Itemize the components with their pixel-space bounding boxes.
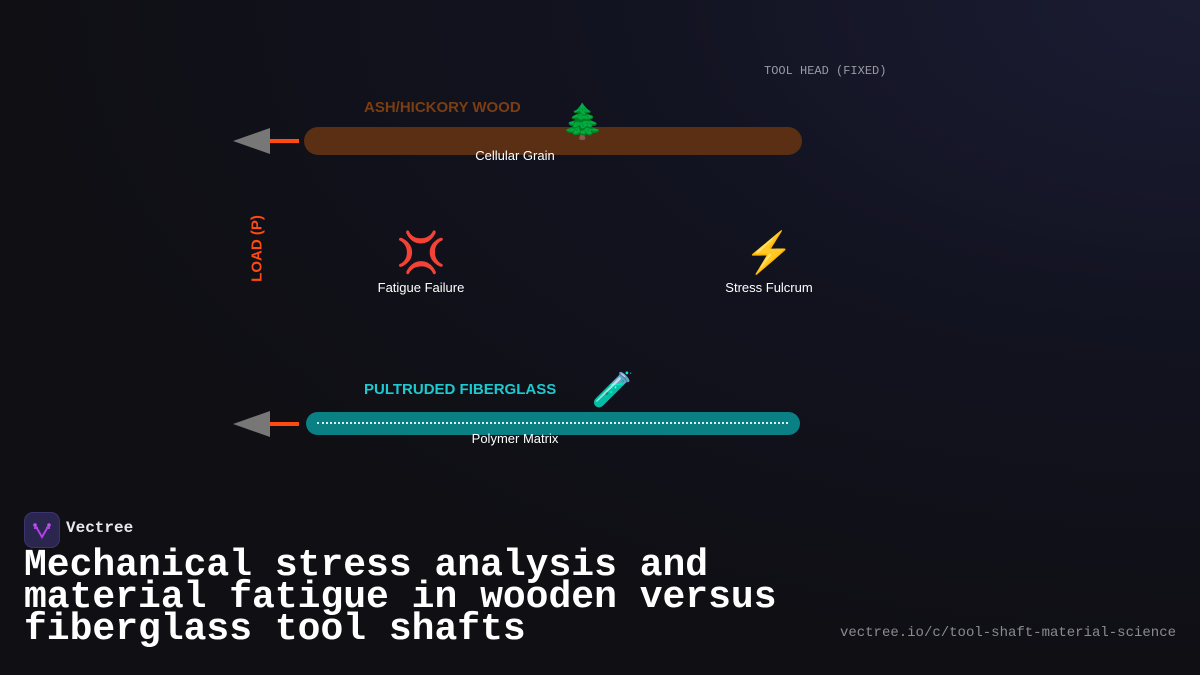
wood-load-arrow-icon [233,128,299,154]
lightning-icon: ⚡ [744,231,794,275]
fiberglass-shaft [306,412,800,435]
wood-caption: Cellular Grain [475,148,555,163]
fiberglass-title: PULTRUDED FIBERGLASS [364,381,557,398]
wood-title: ASH/HICKORY WOOD [364,99,521,116]
page-title: Mechanical stress analysis and material … [24,544,777,651]
tool-head-label: TOOL HEAD (FIXED) [764,64,887,78]
fiberglass-load-arrow-icon [233,411,299,437]
source-url: vectree.io/c/tool-shaft-material-science [839,625,1176,641]
vectree-logo-icon [24,512,60,548]
load-label: LOAD (P) [248,215,266,282]
fulcrum-caption: Stress Fulcrum [725,280,813,295]
test-tube-icon: 🧪 [591,371,635,409]
brand-name: Vectree [66,519,134,537]
anger-symbol-icon: 💢 [396,231,446,275]
fatigue-caption: Fatigue Failure [377,280,465,295]
wood-shaft [304,127,802,155]
evergreen-tree-icon: 🌲 [561,103,605,141]
fiberglass-caption: Polymer Matrix [471,431,559,446]
